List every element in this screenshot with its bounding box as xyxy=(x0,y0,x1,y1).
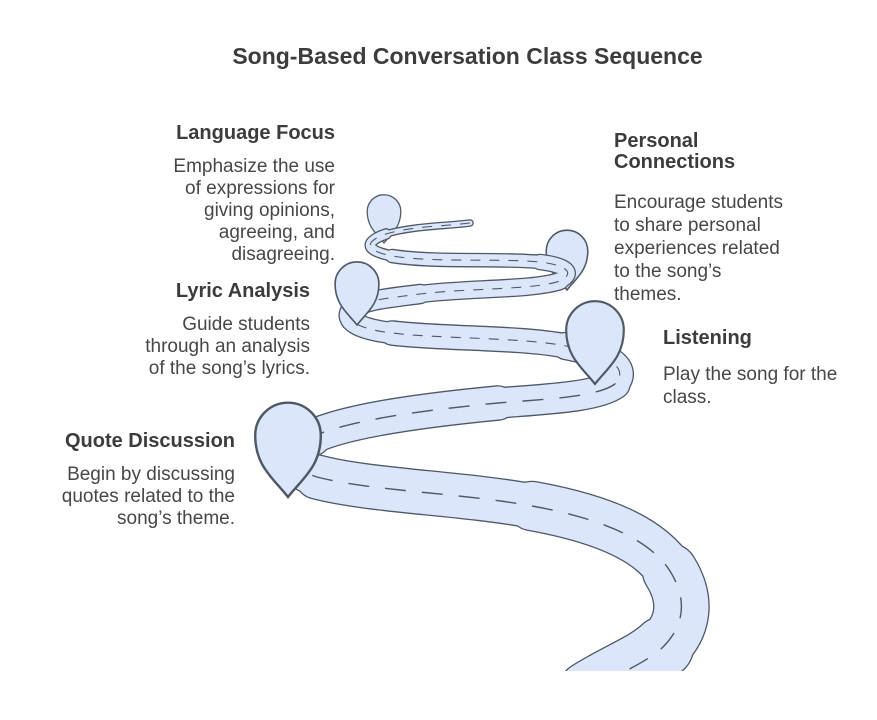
step-heading-listening: Listening xyxy=(663,327,752,349)
step-body-listening: Play the song for the class. xyxy=(663,364,838,408)
step-body-personal-connections: Encourage students to share personal exp… xyxy=(614,192,784,305)
step-heading-quote-discussion: Quote Discussion xyxy=(64,430,235,452)
step-lyric-analysis: Lyric Analysis Guide students through an… xyxy=(145,281,310,380)
road-center-dash-bottom xyxy=(289,383,683,671)
step-personal-connections: Personal Connections Encourage students … xyxy=(614,131,783,306)
step-quote-discussion: Quote Discussion Begin by discussing quo… xyxy=(62,431,235,530)
step-heading-personal-connections: Personal Connections xyxy=(614,130,736,173)
step-body-lyric-analysis: Guide students through an analysis of th… xyxy=(145,314,310,379)
step-heading-lyric-analysis: Lyric Analysis xyxy=(175,280,310,302)
step-language-focus: Language Focus Emphasize the use of expr… xyxy=(173,123,335,266)
step-body-quote-discussion: Begin by discussing quotes related to th… xyxy=(61,464,235,529)
step-listening: Listening Play the song for the class. xyxy=(663,328,837,409)
step-heading-language-focus: Language Focus xyxy=(176,122,335,144)
page-title: Song-Based Conversation Class Sequence xyxy=(232,43,703,69)
step-body-language-focus: Emphasize the use of expressions for giv… xyxy=(173,156,335,265)
